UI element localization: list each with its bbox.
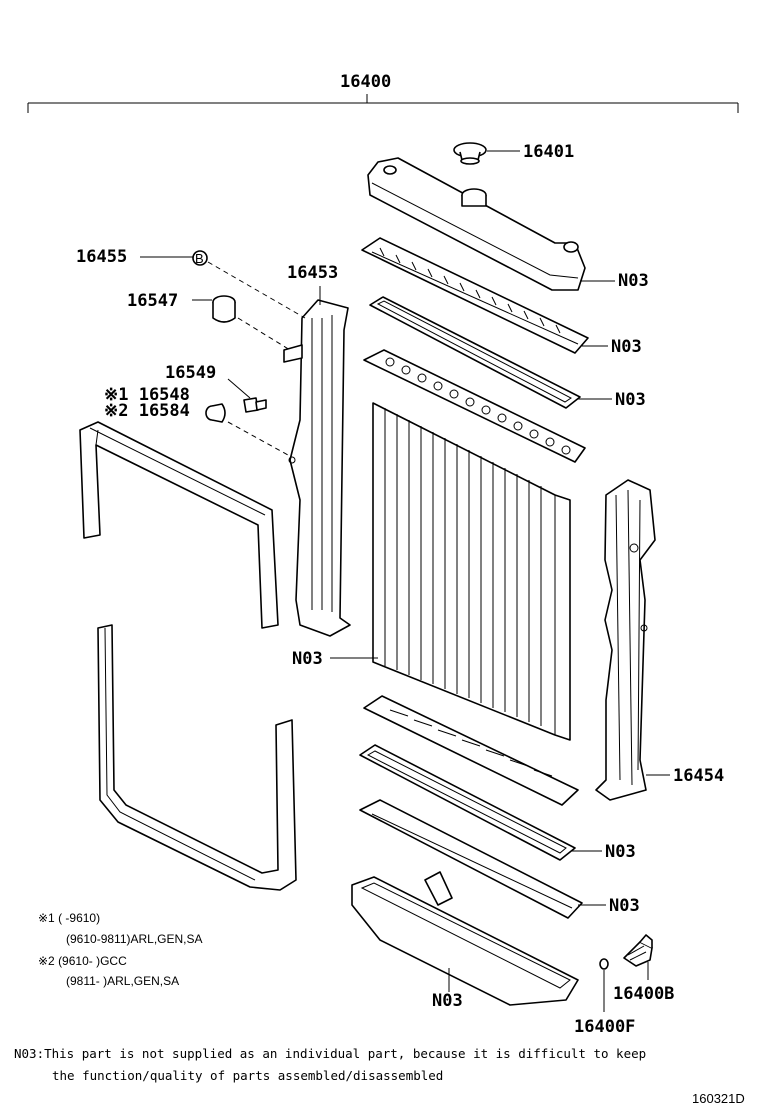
lower-seal-frame: [97, 624, 297, 891]
upper-seal-frame: [79, 421, 279, 629]
note-1-line-1: ※1 ( -9610): [38, 911, 100, 925]
label-lower-plate: N03: [609, 896, 640, 916]
lower-gasket: [359, 744, 576, 861]
label-grommet-2: ※2 16584: [104, 401, 190, 421]
cushion: [212, 295, 236, 323]
assembly-bracket: [27, 94, 739, 113]
right-support-bracket: [595, 479, 656, 801]
label-cushion: 16547: [127, 291, 178, 311]
label-o-ring: 16400F: [574, 1017, 635, 1037]
grommet: [205, 403, 226, 423]
label-lower-gasket: N03: [605, 842, 636, 862]
label-core: N03: [292, 649, 323, 669]
label-bolt: 16549: [165, 363, 216, 383]
radiator-core: [372, 402, 571, 741]
note-1-line-2: (9610-9811)ARL,GEN,SA: [66, 932, 203, 946]
left-support-bracket: [283, 299, 351, 637]
label-upper-tank: N03: [618, 271, 649, 291]
figure-code: 160321D: [692, 1091, 745, 1106]
label-drain-cock: 16400B: [613, 984, 674, 1004]
label-upper-plate: N03: [611, 337, 642, 357]
upper-seat-plate: [363, 349, 586, 463]
label-right-support: 16454: [673, 766, 724, 786]
upper-gasket: [369, 296, 581, 409]
plug-b-symbol: B: [195, 251, 204, 266]
upper-tank: [367, 157, 586, 291]
lower-tank: [351, 871, 579, 1006]
label-cap: 16401: [523, 142, 574, 162]
footnote-line-1: N03:This part is not supplied as an indi…: [14, 1046, 646, 1061]
radiator-cap: [453, 142, 487, 165]
label-plug: 16455: [76, 247, 127, 267]
label-grommet-1: ※1 16548: [104, 385, 190, 405]
lower-plate: [359, 799, 583, 919]
plug-b: B: [192, 250, 208, 266]
label-left-support: 16453: [287, 263, 338, 283]
drain-cock: [623, 934, 653, 967]
note-2-line-1: ※2 (9610- )GCC: [38, 954, 127, 968]
upper-plate: [361, 237, 589, 354]
footnote-line-2: the function/quality of parts assembled/…: [52, 1068, 443, 1083]
assembly-number: 16400: [340, 72, 391, 92]
lower-seat-plate: [363, 695, 579, 806]
bolt: [243, 397, 267, 413]
note-2-line-2: (9811- )ARL,GEN,SA: [66, 974, 179, 988]
label-upper-gasket: N03: [615, 390, 646, 410]
label-lower-tank: N03: [432, 991, 463, 1011]
o-ring: [599, 958, 609, 970]
